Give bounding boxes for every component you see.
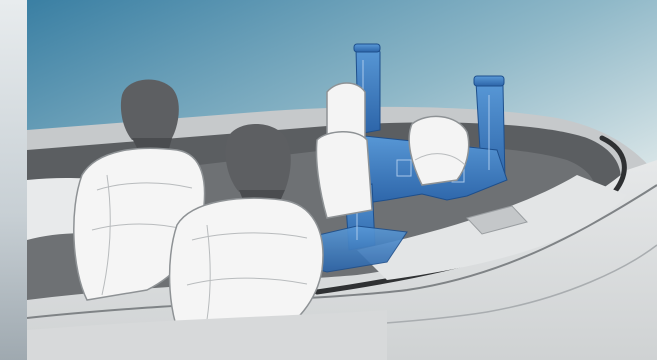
front-left-headrest — [121, 80, 179, 140]
rear-right-seat — [409, 116, 469, 185]
rollover-post-left-cap — [354, 44, 380, 52]
illustration-frame — [27, 0, 657, 360]
front-right-headrest — [226, 124, 291, 192]
convertible-illustration — [27, 0, 657, 360]
left-border-strip — [0, 0, 27, 360]
rollover-post-right-cap — [474, 76, 504, 86]
